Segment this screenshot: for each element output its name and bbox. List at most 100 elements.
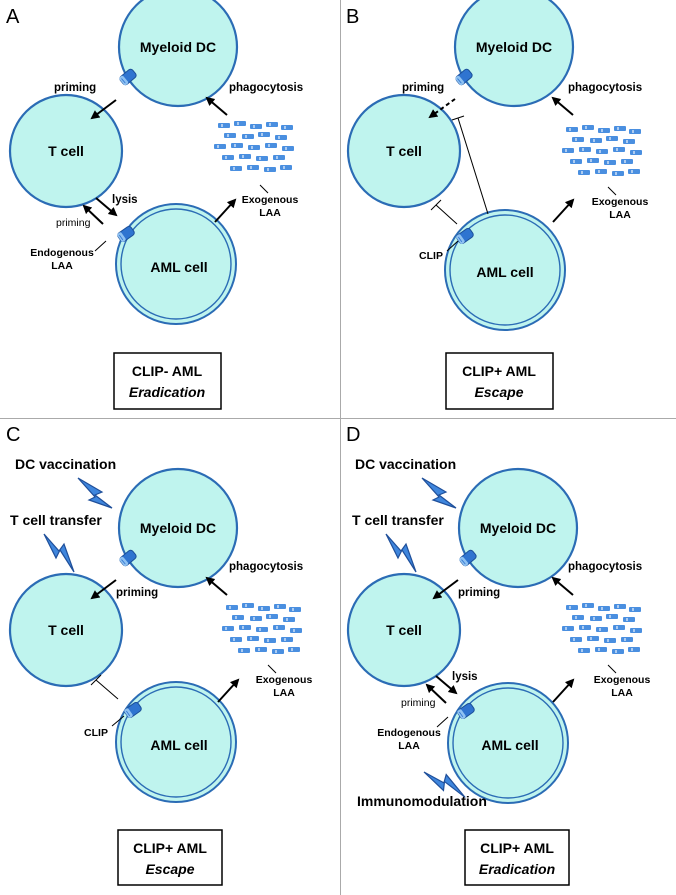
aml-cell: [447, 682, 569, 804]
dc-vaccination-label: DC vaccination: [355, 456, 456, 472]
priming-label: priming: [116, 587, 158, 599]
exogenous-label-line1: Exogenous: [592, 196, 649, 208]
outcome-title: CLIP- AML: [132, 363, 203, 379]
panel-letter: A: [6, 6, 20, 28]
myeloid-dc-cell: [453, 0, 575, 108]
phagocytosis-arrow: [551, 96, 574, 116]
myeloid-dc-cell: [117, 0, 239, 108]
inhibition-line-tcell: [95, 679, 119, 700]
exogenous-label-line2: LAA: [609, 209, 631, 221]
priming-up-arrow: [425, 683, 447, 704]
t-cell-transfer-label: T cell transfer: [352, 512, 444, 528]
outcome-box: [464, 829, 570, 886]
phagocytosis-label: phagocytosis: [568, 82, 642, 94]
endogenous-label-line2: LAA: [51, 260, 73, 272]
inhibition-bar-tcell: [90, 674, 102, 686]
outcome-subtitle: Escape: [474, 384, 523, 400]
t-cell-label: T cell: [48, 143, 84, 159]
aml-cell-membrane: [120, 208, 232, 320]
exogenous-label-line2: LAA: [259, 207, 281, 219]
t-cell-transfer-label: T cell transfer: [10, 512, 102, 528]
exogenous-antigen-fragments: [562, 603, 642, 654]
t-cell: [8, 572, 124, 688]
exogenous-pointer: [607, 186, 617, 196]
priming-low-label: priming: [56, 217, 91, 229]
release-arrow: [552, 678, 575, 703]
priming-arrow: [90, 579, 117, 600]
aml-cell-label: AML cell: [476, 264, 533, 280]
exogenous-label-line1: Exogenous: [594, 674, 651, 686]
inhibition-bar-tcell: [430, 199, 442, 211]
exogenous-label-line2: LAA: [611, 687, 633, 699]
aml-cell-label: AML cell: [481, 737, 538, 753]
phagocytosis-arrow: [205, 576, 228, 596]
exogenous-label-line1: Exogenous: [242, 194, 299, 206]
outcome-subtitle: Eradication: [129, 384, 205, 400]
panel-letter: D: [346, 424, 360, 446]
myeloid-dc-label: Myeloid DC: [140, 520, 216, 536]
inhibition-bar-dc: [451, 115, 465, 121]
lysis-arrow: [95, 197, 118, 217]
outcome-box: [445, 352, 554, 410]
t-cell: [346, 93, 462, 209]
t-cell-label: T cell: [386, 143, 422, 159]
phagocytosis-arrow: [205, 96, 228, 116]
exogenous-label-line2: LAA: [273, 687, 295, 699]
myeloid-dc-cell: [117, 467, 239, 589]
panel-d: D DC vaccination T cell transfer Myeloid…: [346, 424, 651, 886]
exogenous-pointer: [607, 664, 617, 674]
priming-label: priming: [458, 587, 500, 599]
endogenous-pointer: [94, 240, 107, 252]
aml-cell-membrane: [452, 687, 564, 799]
panel-letter: C: [6, 424, 20, 446]
priming-arrow: [90, 99, 117, 120]
dc-vaccination-lightning-icon: [421, 477, 457, 509]
myeloid-dc-label: Myeloid DC: [480, 520, 556, 536]
panel-c: C DC vaccination T cell transfer Myeloid…: [6, 424, 313, 886]
panel-a: A Myeloid DC T cell AML cell priming pha…: [6, 0, 303, 410]
endogenous-label-line1: Endogenous: [30, 247, 94, 259]
release-arrow: [552, 198, 575, 223]
exogenous-pointer: [267, 664, 277, 674]
weak-priming-arrow: [428, 98, 456, 119]
immunomodulation-label: Immunomodulation: [357, 793, 487, 809]
outcome-box: [113, 352, 222, 410]
priming-label: priming: [402, 82, 444, 94]
clip-pointer: [446, 240, 459, 252]
aml-cell-membrane: [120, 686, 232, 798]
phagocytosis-label: phagocytosis: [229, 561, 303, 573]
myeloid-dc-label: Myeloid DC: [476, 39, 552, 55]
outcome-title: CLIP+ AML: [462, 363, 536, 379]
lysis-arrow: [435, 675, 458, 695]
aml-cell-label: AML cell: [150, 259, 207, 275]
aml-cell: [115, 203, 237, 325]
t-cell-transfer-lightning-icon: [43, 533, 75, 573]
exogenous-antigen-fragments: [222, 603, 302, 654]
outcome-title: CLIP+ AML: [480, 840, 554, 856]
exogenous-antigen-fragments: [214, 121, 294, 172]
myeloid-dc-cell: [457, 467, 579, 589]
endogenous-pointer: [436, 716, 449, 728]
endogenous-label-line2: LAA: [398, 740, 420, 752]
outcome-box: [117, 829, 223, 886]
exogenous-pointer: [259, 184, 269, 194]
clip-pointer: [111, 715, 125, 727]
t-cell-transfer-lightning-icon: [385, 533, 417, 573]
clip-label: CLIP: [84, 727, 108, 739]
t-cell-label: T cell: [386, 622, 422, 638]
t-cell-label: T cell: [48, 622, 84, 638]
priming-arrow: [432, 579, 459, 600]
exogenous-label-line1: Exogenous: [256, 674, 313, 686]
outcome-title: CLIP+ AML: [133, 840, 207, 856]
t-cell: [346, 572, 462, 688]
outcome-subtitle: Eradication: [479, 861, 555, 877]
priming-label: priming: [54, 82, 96, 94]
aml-cell-label: AML cell: [150, 737, 207, 753]
dc-vaccination-label: DC vaccination: [15, 456, 116, 472]
clip-label: CLIP: [419, 250, 443, 262]
outcome-subtitle: Escape: [145, 861, 194, 877]
aml-cell: [444, 209, 566, 331]
lysis-label: lysis: [112, 194, 138, 206]
release-arrow: [214, 198, 237, 223]
lysis-label: lysis: [452, 671, 478, 683]
